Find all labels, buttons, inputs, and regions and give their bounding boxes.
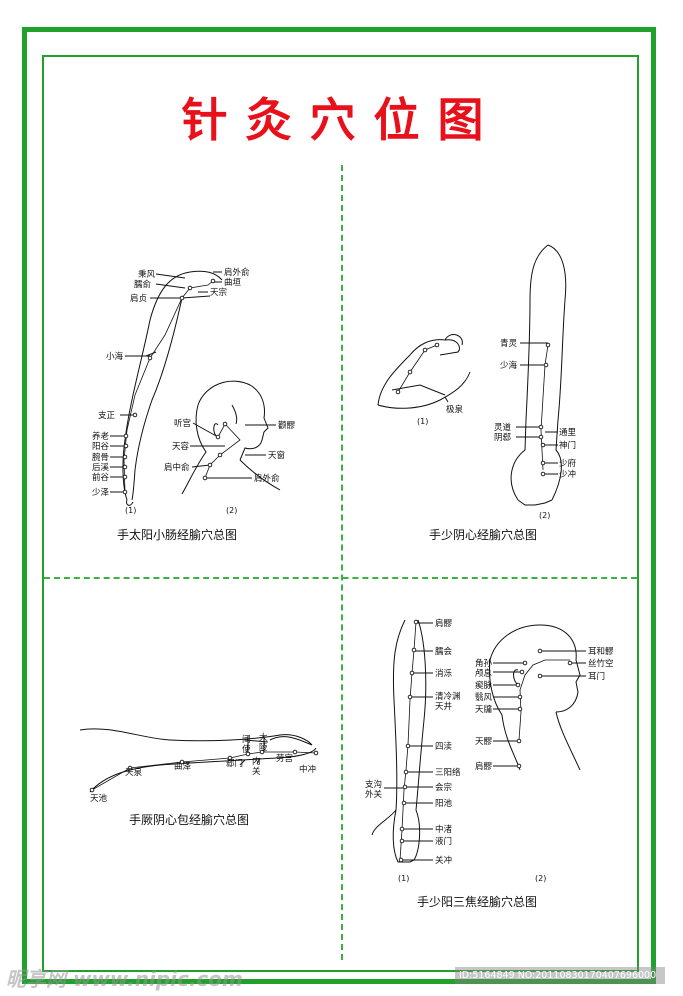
point-label: 支正 [98,410,116,421]
horizontal-divider [44,577,637,579]
point-label: 通里 [559,427,577,438]
point-label: 灵道 [494,422,512,433]
panel1-head-drawing [181,380,281,495]
panel4-labels: 肩髎 臑会 消泺 清冷渊 天井 四渎 三阳络 会宗 支沟 外关 阳池 中渚 液门… [365,618,614,883]
point-label: 神门 [559,440,576,451]
point-label: 天髎 [475,737,493,747]
point-label: 臑会 [435,646,453,657]
point-label: 天泉 [125,767,143,778]
point-label: 少冲 [559,469,576,480]
point-label: 天容 [172,441,190,452]
point-label: 内 [252,756,261,767]
point-label: 腕骨 [92,452,109,463]
point-label: 颧髎 [278,420,296,431]
panel1-arm-drawing [122,270,223,506]
point-label: 肩髎 [475,761,493,772]
figure-number: (1) [125,506,136,515]
point-label: 天窗 [268,450,285,461]
point-label: 听宫 [174,418,191,429]
point-label: 天井 [435,701,452,712]
point-label: 角孙 [475,658,493,669]
point-label: 天池 [90,793,108,804]
point-label: 会宗 [435,782,452,793]
point-label: 肩外俞 [224,267,250,278]
panel4-head-drawing [489,624,581,771]
panel1-caption: 手太阳小肠经腧穴总图 [117,528,238,542]
point-label: 后溪 [92,462,110,473]
point-label: 翳风 [475,693,493,703]
point-label: 阳谷 [92,442,110,452]
point-label: 外关 [365,789,383,800]
point-label: 大 [259,732,268,743]
panel3-caption: 手厥阴心包经腧穴总图 [129,813,250,827]
point-label: 养老 [92,431,110,442]
point-label: 曲泽 [174,761,192,772]
page-title: 针灸穴位图 [181,93,502,147]
acupoint-dots [89,278,573,863]
point-label: 丝竹空 [588,658,614,669]
point-label: 瘈脉 [475,680,493,691]
point-label: 清冷渊 [435,691,461,702]
point-label: 消泺 [435,668,453,679]
figure-number: (1) [398,874,409,883]
outer-frame [22,27,656,984]
point-label: 三阳络 [435,767,461,778]
figure-number: (2) [226,506,237,515]
point-label: 臑俞 [134,279,152,290]
panel2-labels: 极泉 青灵 少海 灵道 阴郄 通里 神门 少府 少冲 (1) (2) [417,338,577,520]
panel4-caption: 手少阳三焦经腧穴总图 [417,895,538,909]
panel2-caption: 手少阴心经腧穴总图 [429,528,538,542]
point-label: 关冲 [435,855,452,866]
figure-number: (1) [417,417,428,426]
point-label: 液门 [435,836,452,847]
point-label: 青灵 [500,338,518,349]
point-label: 中冲 [299,764,316,775]
point-label: 四渎 [435,741,453,752]
point-label: 中渚 [435,824,453,835]
point-label: 使 [242,744,251,755]
figure-number: (2) [539,511,550,520]
point-label: 阴郄 [494,432,512,443]
point-label: 郄门 [226,758,243,769]
point-label: 肩贞 [130,293,147,304]
figure-number: (2) [535,874,546,883]
point-label: 少海 [500,360,518,371]
point-label: 耳门 [588,671,605,682]
point-label: 天宗 [210,287,227,298]
point-label: 支沟 [365,779,382,790]
panel2-bent-arm-drawing [377,334,471,409]
point-label: 少泽 [92,488,110,498]
point-label: 颅息 [475,668,493,679]
point-label: 肩中俞 [164,462,190,473]
point-label: 肩外俞 [254,473,280,484]
panel3-labels: 天池 天泉 曲泽 郄门 间 使 大 陵 内 关 劳宫 中冲 [90,732,316,804]
vertical-divider [341,165,343,960]
watermark-id: ID:5164849 NO:20110830170407696000 [455,967,665,984]
point-label: 天牖 [475,704,493,715]
point-label: 曲垣 [224,277,242,288]
panel1-labels: 秉风 臑俞 肩贞 肩外俞 曲垣 天宗 小海 支正 养老 阳谷 腕骨 后溪 前谷 … [92,267,296,515]
panel4-arm-drawing [371,619,427,863]
point-label: 秉风 [138,269,156,280]
point-label: 关 [252,766,261,777]
point-label: 劳宫 [276,753,293,764]
point-label: 耳和髎 [588,647,614,657]
point-label: 小海 [106,351,124,362]
point-label: 少府 [559,458,577,469]
point-label: 肩髎 [435,618,453,629]
panel2-arm-drawing [510,244,567,506]
point-label: 间 [242,735,251,745]
point-label: 前谷 [92,472,110,483]
watermark-logo: 昵享网 www.nipic.com [6,967,243,991]
point-label: 陵 [259,743,268,753]
inner-frame [42,55,639,972]
point-label: 阳池 [435,798,453,809]
point-label: 极泉 [446,404,464,415]
